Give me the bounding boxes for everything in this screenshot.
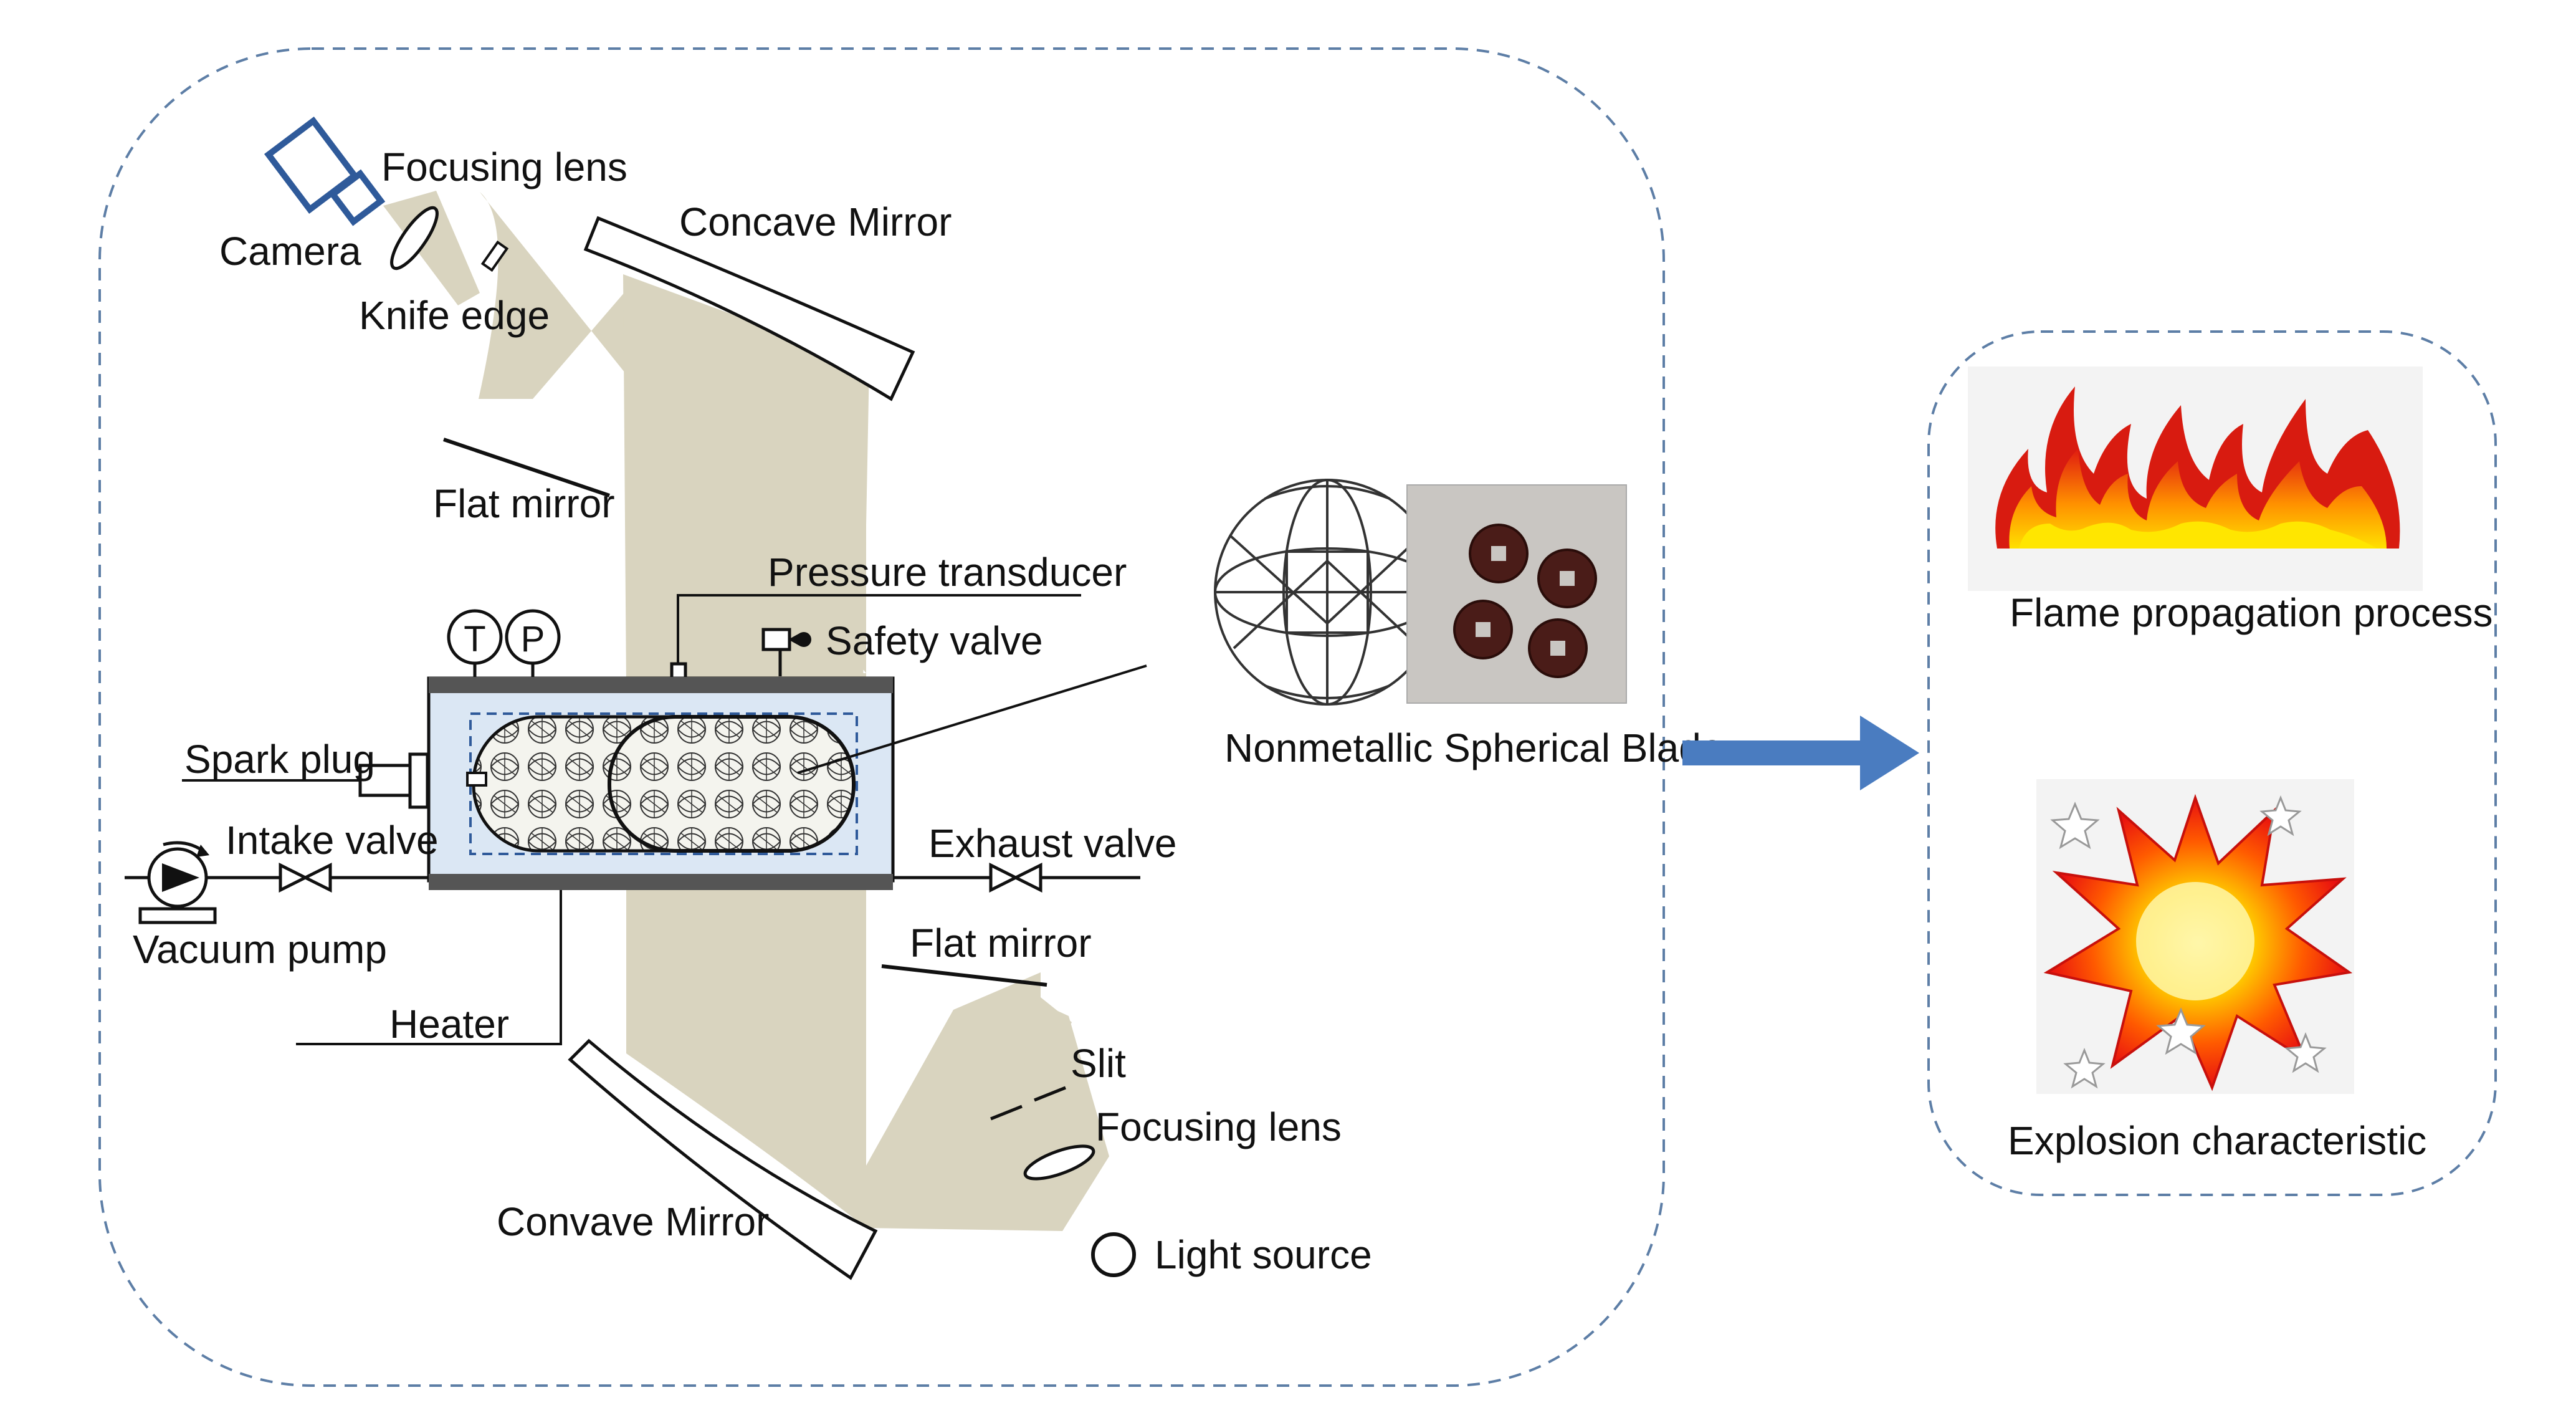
safety-valve-label: Safety valve: [826, 618, 1043, 663]
flame-icon: [1968, 367, 2423, 591]
nonmetallic-blade-label: Nonmetallic Spherical Blade: [1224, 726, 1723, 770]
intake-valve-icon: [279, 862, 332, 893]
light-source: [1091, 1232, 1136, 1277]
slit: [990, 1086, 1066, 1121]
knife-edge-label: Knife edge: [359, 293, 550, 338]
light-source-label: Light source: [1155, 1232, 1372, 1277]
blade-pack-right: [608, 715, 856, 853]
camera-label: Camera: [219, 229, 361, 274]
knife-edge: [480, 240, 509, 272]
intake-valve-label: Intake valve: [226, 818, 439, 863]
explosion-icon: [2036, 779, 2354, 1094]
temperature-gauge-label: T: [464, 619, 485, 659]
convave-mirror: [568, 1038, 878, 1280]
flame-propagation-label: Flame propagation process: [2010, 590, 2493, 635]
apparatus-panel-border: [98, 47, 1665, 1387]
vacuum-pump-icon: [138, 841, 217, 924]
heater-label: Heater: [389, 1002, 509, 1047]
top-focusing-lens-label: Focusing lens: [381, 145, 627, 189]
exhaust-valve-icon: [989, 862, 1042, 893]
result-arrow: [1682, 716, 1919, 790]
pressure-transducer-leader: [677, 594, 1081, 676]
spark-plug: [358, 752, 487, 809]
slit-label: Slit: [1071, 1041, 1126, 1086]
blade-leader-line: [797, 664, 1147, 774]
bottom-focusing-lens-label: Focusing lens: [1095, 1105, 1342, 1149]
top-focusing-lens: [390, 206, 439, 271]
top-flat-mirror-label: Flat mirror: [433, 481, 615, 526]
bottom-flat-mirror-label: Flat mirror: [910, 921, 1092, 966]
bottom-focusing-lens: [1023, 1144, 1095, 1181]
results-panel-border: [1927, 330, 2497, 1196]
exhaust-valve-label: Exhaust valve: [928, 821, 1176, 866]
explosion-characteristic-label: Explosion characteristic: [2008, 1118, 2426, 1163]
pressure-transducer-label: Pressure transducer: [768, 550, 1127, 595]
safety-valve-icon: [761, 628, 811, 676]
camera-icon: [264, 116, 386, 226]
explosion-chamber: [427, 676, 895, 890]
blade-photo: [1406, 484, 1627, 704]
pressure-gauge-label: P: [521, 619, 545, 659]
spherical-blade-icon: [1214, 479, 1441, 706]
bottom-flat-mirror: [881, 964, 1047, 987]
heater-leader: [296, 890, 562, 1045]
pressure-gauge: P: [505, 609, 561, 679]
temperature-gauge: T: [447, 609, 503, 679]
top-flat-mirror: [443, 438, 610, 497]
vacuum-pump-label: Vacuum pump: [133, 927, 387, 972]
convave-mirror-label: Convave Mirror: [497, 1199, 769, 1244]
concave-mirror: [583, 216, 915, 401]
spark-plug-label: Spark plug: [184, 737, 375, 782]
concave-mirror-label: Concave Mirror: [679, 199, 952, 244]
